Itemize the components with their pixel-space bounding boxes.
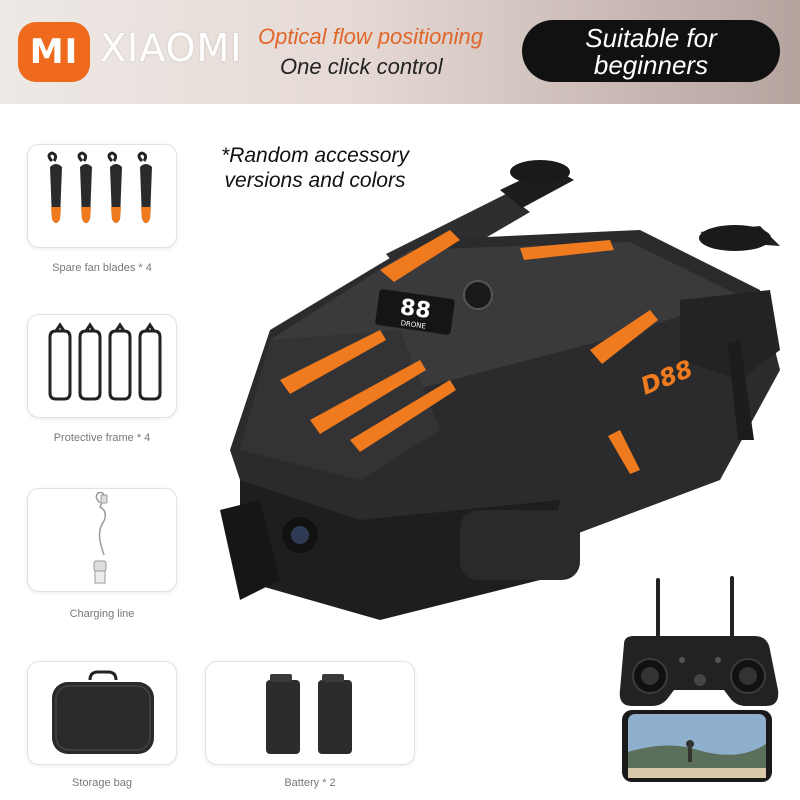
accessory-card-cable	[27, 488, 177, 592]
drone-image: 88 DRONE D88	[220, 160, 780, 620]
accessory-note-line1: *Random accessory	[221, 144, 409, 167]
caption-blades: Spare fan blades * 4	[52, 262, 152, 274]
beginner-badge: Suitable for beginners	[522, 20, 780, 82]
drone-model-sub: DRONE	[400, 319, 426, 330]
feature-one-click: One click control	[280, 54, 443, 79]
protective-frame-icon	[48, 322, 162, 401]
caption-cable: Charging line	[69, 608, 135, 620]
accessory-card-battery	[205, 661, 415, 765]
accessory-note: *Random accessory versions and colors	[205, 143, 425, 193]
accessory-card-bag	[27, 661, 177, 765]
propeller-blades-icon	[47, 151, 152, 223]
drone-model-number: 88	[398, 295, 432, 324]
caption-bag: Storage bag	[72, 777, 132, 789]
battery-icon	[266, 674, 352, 754]
accessory-card-blades	[27, 144, 177, 248]
brand-logo-badge: MI	[18, 22, 90, 82]
brand-name: XIAOMI	[100, 26, 243, 70]
caption-frames: Protective frame * 4	[53, 432, 151, 444]
caption-battery: Battery * 2	[284, 777, 336, 789]
usb-cable-icon	[93, 491, 108, 584]
remote-controller-image	[619, 576, 779, 782]
accessory-note-line2: versions and colors	[224, 169, 406, 192]
storage-bag-icon	[52, 670, 154, 754]
beginner-badge-line1: Suitable for	[585, 23, 717, 53]
header-banner: MI XIAOMI Optical flow positioning One c…	[0, 0, 800, 104]
brand-logo-letters: MI	[29, 32, 79, 72]
feature-optical-flow: Optical flow positioning	[258, 24, 484, 49]
accessory-card-frames	[27, 314, 177, 418]
drone-model-badge: 88 DRONE	[375, 289, 455, 335]
beginner-badge-line2: beginners	[593, 50, 709, 80]
